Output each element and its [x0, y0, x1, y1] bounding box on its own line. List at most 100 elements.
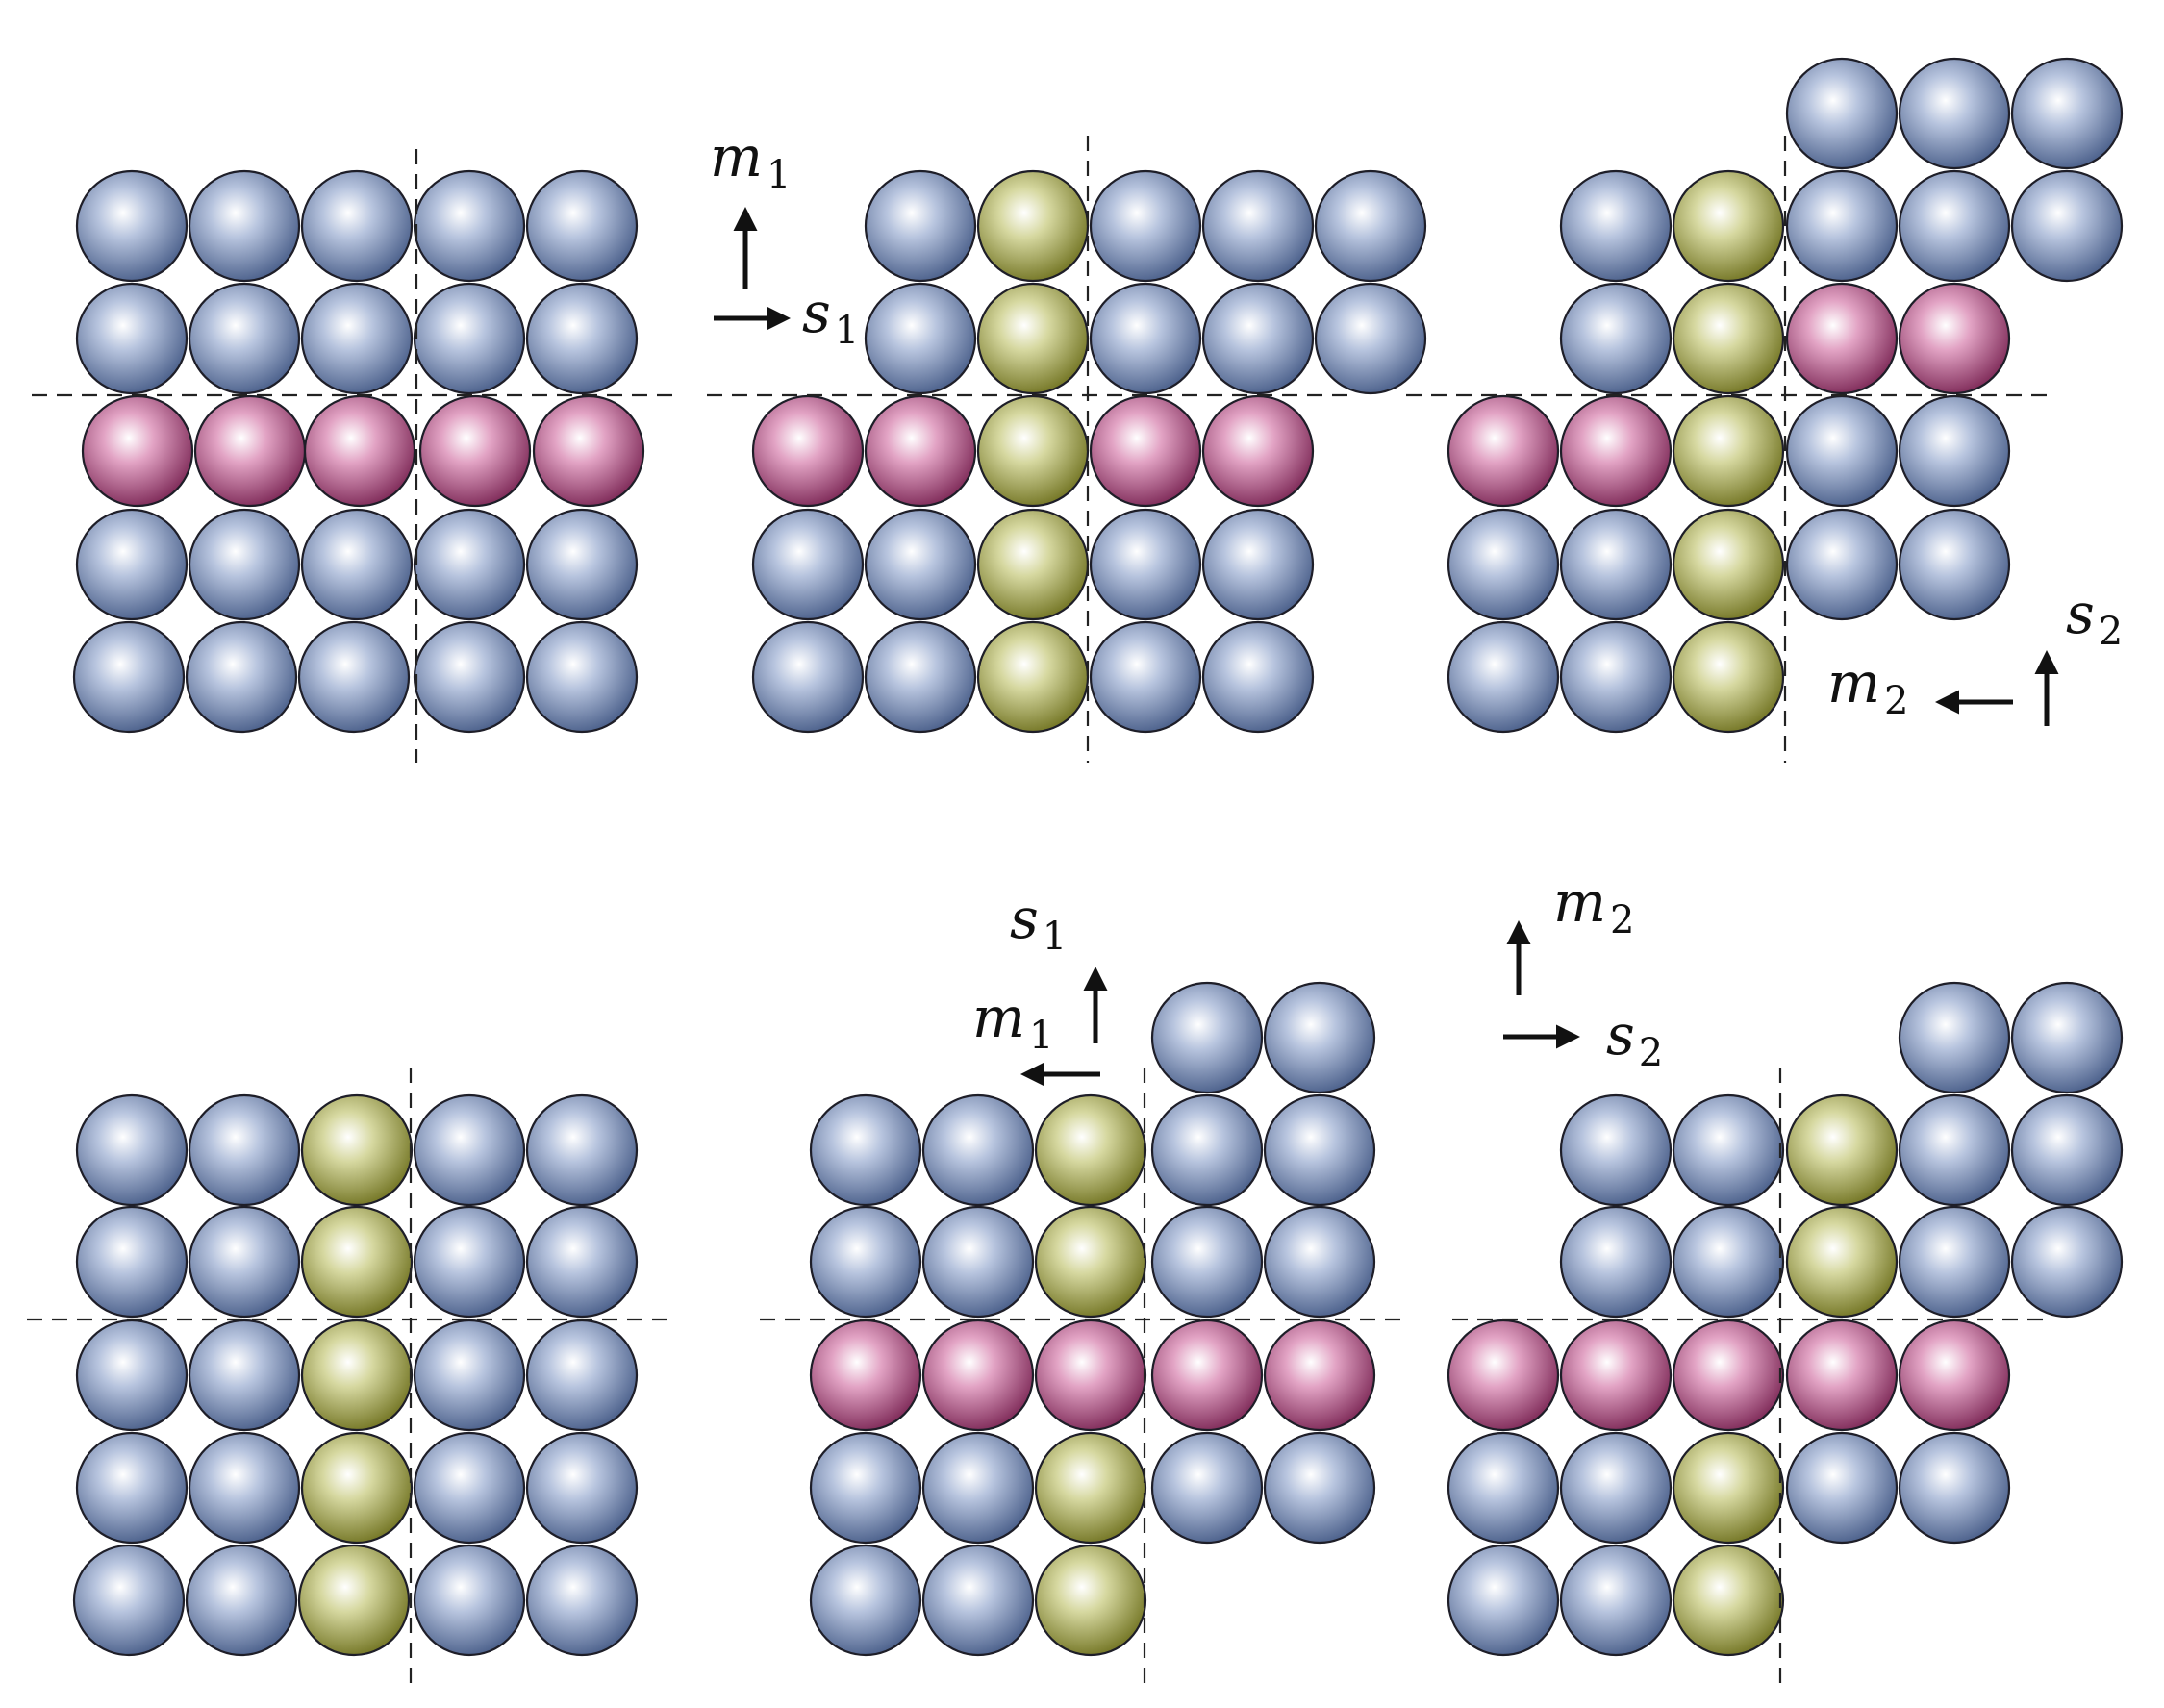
- olive-atom: [1672, 282, 1785, 395]
- blue-atom: [809, 1431, 922, 1545]
- blue-atom: [413, 169, 526, 283]
- olive-atom: [1672, 620, 1785, 734]
- blue-atom: [1201, 282, 1315, 395]
- axis-subscript: 1: [1029, 1014, 1053, 1058]
- blue-atom: [1559, 282, 1673, 395]
- blue-atom: [75, 508, 189, 621]
- blue-atom: [300, 282, 414, 395]
- axis-letter: s: [1606, 1002, 1635, 1068]
- axis-subscript: 2: [2099, 610, 2123, 654]
- magenta-atom: [1898, 282, 2011, 395]
- blue-atom: [1898, 1431, 2011, 1545]
- blue-atom: [1314, 169, 1427, 283]
- blue-atom: [1447, 1544, 1560, 1657]
- atom-layer: [72, 57, 2124, 1657]
- blue-atom: [75, 169, 189, 283]
- blue-atom: [1089, 508, 1202, 621]
- magenta-atom: [303, 394, 416, 508]
- blue-atom: [2010, 169, 2124, 283]
- blue-atom: [921, 1205, 1035, 1319]
- magenta-atom: [1898, 1319, 2011, 1432]
- olive-atom: [1034, 1093, 1147, 1207]
- magenta-atom: [1785, 1319, 1899, 1432]
- blue-atom: [2010, 981, 2124, 1094]
- blue-atom: [525, 1319, 639, 1432]
- panel-bot-1: [72, 1093, 639, 1657]
- blue-atom: [809, 1544, 922, 1657]
- blue-atom: [1785, 394, 1899, 508]
- blue-atom: [75, 282, 189, 395]
- blue-atom: [2010, 1205, 2124, 1319]
- blue-atom: [2010, 1093, 2124, 1207]
- blue-atom: [864, 620, 977, 734]
- blue-atom: [1559, 1544, 1673, 1657]
- blue-atom: [809, 1093, 922, 1207]
- blue-atom: [525, 169, 639, 283]
- magenta-atom: [1785, 282, 1899, 395]
- magenta-atom: [864, 394, 977, 508]
- magenta-atom: [809, 1319, 922, 1432]
- magenta-atom: [532, 394, 645, 508]
- blue-atom: [1559, 169, 1673, 283]
- axis-letter: m: [972, 985, 1025, 1050]
- blue-atom: [864, 282, 977, 395]
- axis-letter: s: [2066, 581, 2095, 646]
- blue-atom: [75, 1205, 189, 1319]
- blue-atom: [1447, 620, 1560, 734]
- blue-atom: [525, 508, 639, 621]
- blue-atom: [1201, 508, 1315, 621]
- blue-atom: [413, 282, 526, 395]
- magenta-atom: [1201, 394, 1315, 508]
- olive-atom: [976, 620, 1090, 734]
- axis-subscript: 2: [1884, 679, 1908, 723]
- axis-arrow-layer: [714, 207, 2059, 1087]
- blue-atom: [751, 508, 865, 621]
- blue-atom: [921, 1544, 1035, 1657]
- olive-atom: [976, 508, 1090, 621]
- blue-atom: [525, 1544, 639, 1657]
- blue-atom: [1898, 508, 2011, 621]
- blue-atom: [525, 1093, 639, 1207]
- blue-atom: [2010, 57, 2124, 170]
- olive-atom: [1785, 1205, 1899, 1319]
- blue-atom: [921, 1093, 1035, 1207]
- blue-atom: [751, 620, 865, 734]
- axis-letter: m: [710, 124, 763, 189]
- axis-letter: s: [1010, 886, 1039, 951]
- blue-atom: [1150, 981, 1264, 1094]
- blue-atom: [188, 1205, 301, 1319]
- blue-atom: [1559, 508, 1673, 621]
- olive-atom: [976, 282, 1090, 395]
- blue-atom: [921, 1431, 1035, 1545]
- olive-atom: [297, 1544, 411, 1657]
- axis-subscript: 2: [1639, 1031, 1663, 1075]
- blue-atom: [185, 620, 298, 734]
- blue-atom: [525, 282, 639, 395]
- olive-atom: [1785, 1093, 1899, 1207]
- blue-atom: [413, 1093, 526, 1207]
- blue-atom: [525, 1205, 639, 1319]
- magenta-atom: [1034, 1319, 1147, 1432]
- blue-atom: [1785, 57, 1899, 170]
- magenta-atom: [1559, 1319, 1673, 1432]
- blue-atom: [1559, 1431, 1673, 1545]
- magenta-atom: [1672, 1319, 1785, 1432]
- blue-atom: [188, 1093, 301, 1207]
- olive-atom: [1034, 1544, 1147, 1657]
- magenta-atom: [193, 394, 307, 508]
- blue-atom: [413, 1431, 526, 1545]
- blue-atom: [1898, 981, 2011, 1094]
- blue-atom: [1201, 620, 1315, 734]
- blue-atom: [525, 1431, 639, 1545]
- olive-atom: [300, 1205, 414, 1319]
- magenta-atom: [81, 394, 194, 508]
- magenta-atom: [1150, 1319, 1264, 1432]
- blue-atom: [72, 620, 186, 734]
